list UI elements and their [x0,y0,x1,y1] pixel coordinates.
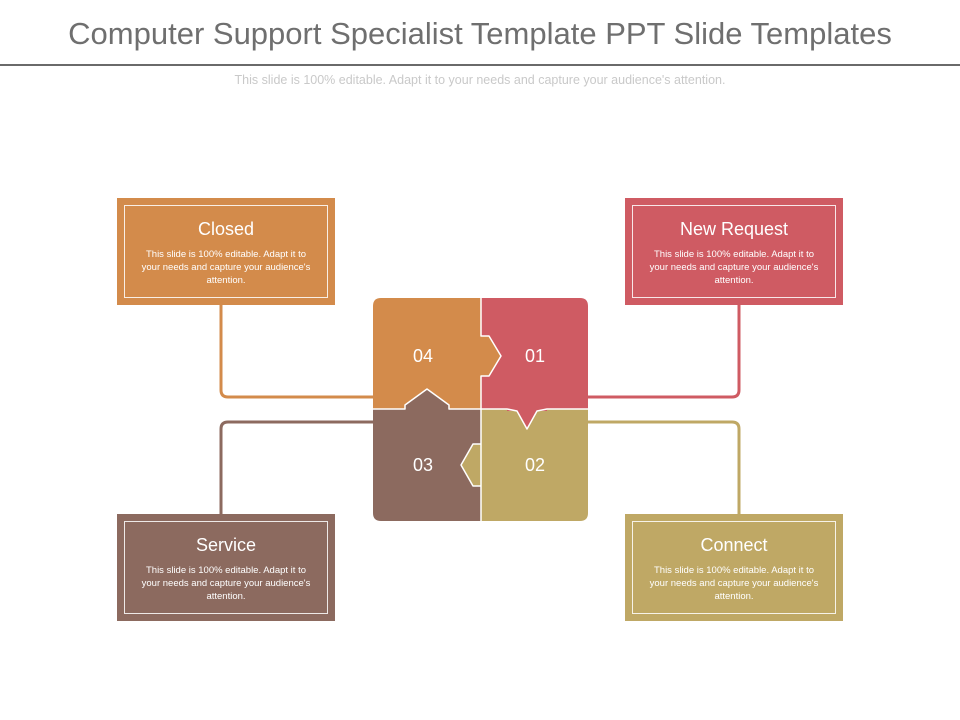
puzzle-piece-02 [481,409,588,521]
card-service-title: Service [195,535,257,555]
arrow-01-to-02 [507,409,547,429]
connector-connect [588,420,741,515]
card-new-request-frame: New Request This slide is 100% editable.… [632,205,836,298]
card-closed-frame: Closed This slide is 100% editable. Adap… [124,205,328,298]
puzzle-piece-03 [373,409,481,521]
card-new-request: New Request This slide is 100% editable.… [625,198,843,305]
puzzle-seams [373,298,588,521]
card-service-frame: Service This slide is 100% editable. Ada… [124,521,328,614]
arrow-02-to-03 [461,444,481,486]
card-connect-title: Connect [700,535,768,555]
card-closed: Closed This slide is 100% editable. Adap… [117,198,335,305]
card-connect: Connect This slide is 100% editable. Ada… [625,514,843,621]
card-closed-title: Closed [197,219,255,239]
card-connect-text: This slide is 100% editable. Adapt it to… [649,565,819,602]
step-number-04: 04 [412,346,434,366]
title-divider [0,64,960,66]
slide-subtitle: This slide is 100% editable. Adapt it to… [234,73,726,87]
card-closed-text: This slide is 100% editable. Adapt it to… [141,249,311,286]
card-new-request-text: This slide is 100% editable. Adapt it to… [649,249,819,286]
card-service-text: This slide is 100% editable. Adapt it to… [141,565,311,602]
card-new-request-title: New Request [679,219,789,239]
slide-title: Computer Support Specialist Template PPT… [68,16,892,51]
connector-new-request [588,304,741,399]
arrow-03-to-04 [405,389,449,409]
card-service: Service This slide is 100% editable. Ada… [117,514,335,621]
puzzle-piece-04 [373,298,481,409]
step-number-02: 02 [524,455,546,475]
connector-closed [219,304,373,399]
step-number-03: 03 [412,455,434,475]
connector-service [219,420,373,515]
arrow-04-to-01 [481,336,501,376]
card-connect-frame: Connect This slide is 100% editable. Ada… [632,521,836,614]
puzzle-piece-01 [481,298,588,409]
step-number-01: 01 [524,346,546,366]
